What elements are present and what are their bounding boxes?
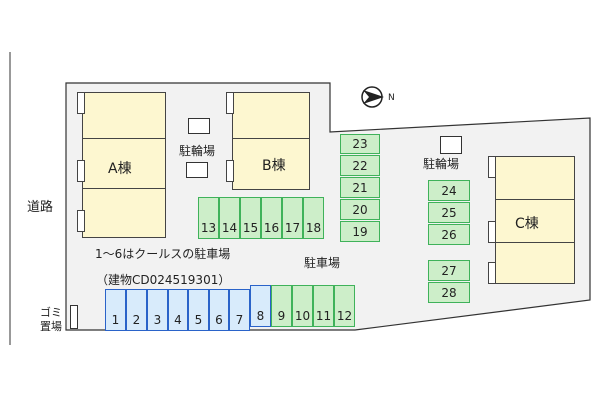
bike-parking-2-label: 駐輪場 [423, 157, 460, 171]
parking-space-7: 7 [229, 289, 250, 331]
north-arrow-icon [361, 86, 384, 108]
building-a-label: A棟 [108, 161, 132, 177]
building-code-label: （建物CD024519301） [96, 273, 231, 287]
garbage-box [70, 305, 78, 329]
parking-space-15: 15 [240, 197, 261, 239]
coolus-parking-note: 1～6はクールスの駐車場 [95, 247, 231, 261]
bike-parking-1-bottom-box [186, 162, 208, 178]
building-c-balcony-3 [488, 262, 496, 284]
parking-space-11: 11 [313, 285, 334, 327]
building-a [82, 92, 166, 238]
building-c-balcony-2 [488, 221, 496, 243]
bike-parking-1-label: 駐輪場 [179, 144, 216, 158]
parking-space-9: 9 [271, 285, 292, 327]
building-b-label: B棟 [262, 158, 286, 174]
parking-space-22: 22 [340, 155, 380, 176]
parking-space-5: 5 [188, 289, 209, 331]
parking-space-27: 27 [428, 260, 470, 281]
parking-space-8: 8 [250, 285, 271, 327]
parking-space-16: 16 [261, 197, 282, 239]
parking-space-18: 18 [303, 197, 324, 239]
building-a-balcony-1 [77, 92, 85, 114]
road-label: 道路 [27, 200, 54, 215]
parking-lot-label: 駐車場 [304, 256, 341, 270]
parking-space-21: 21 [340, 177, 380, 198]
parking-space-4: 4 [168, 289, 188, 331]
north-label: N [388, 93, 395, 103]
building-a-balcony-2 [77, 160, 85, 182]
parking-space-26: 26 [428, 224, 470, 245]
building-b-balcony-1 [226, 92, 234, 114]
building-b [232, 92, 310, 190]
parking-space-23: 23 [340, 134, 380, 154]
garbage-label-line1: ゴミ [40, 306, 62, 319]
building-a-balcony-3 [77, 210, 85, 232]
bike-parking-1-top-box [188, 118, 210, 134]
parking-space-14: 14 [219, 197, 240, 239]
north-compass: N [360, 85, 400, 109]
parking-space-24: 24 [428, 180, 470, 201]
parking-space-6: 6 [209, 289, 229, 331]
garbage-label-line2: 置場 [40, 320, 62, 333]
parking-space-3: 3 [147, 289, 168, 331]
building-b-balcony-2 [226, 160, 234, 182]
bike-parking-2-box [440, 136, 462, 154]
parking-space-25: 25 [428, 202, 470, 223]
parking-space-12: 12 [334, 285, 355, 327]
parking-space-2: 2 [126, 289, 147, 331]
parking-space-10: 10 [292, 285, 313, 327]
parking-space-28: 28 [428, 282, 470, 303]
building-c-label: C棟 [515, 216, 539, 232]
parking-space-19: 19 [340, 221, 380, 242]
parking-space-1: 1 [105, 289, 126, 331]
parking-space-20: 20 [340, 199, 380, 220]
building-c-balcony-1 [488, 156, 496, 178]
parking-space-13: 13 [198, 197, 219, 239]
parking-space-17: 17 [282, 197, 303, 239]
building-c [495, 156, 575, 284]
